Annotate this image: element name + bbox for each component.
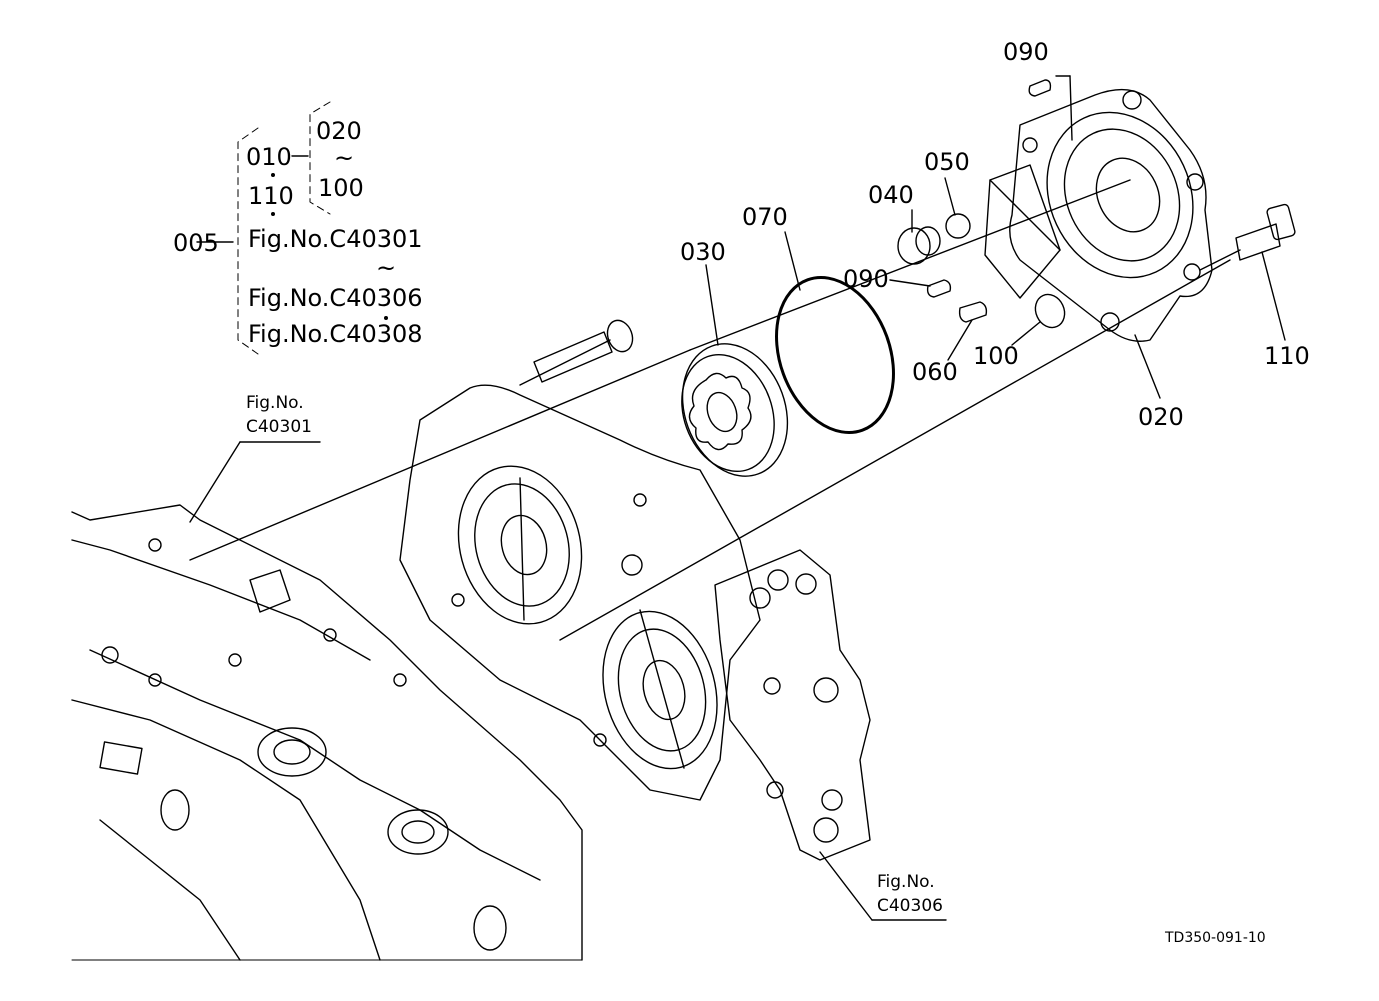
part-label-050: 050 xyxy=(924,148,970,176)
part-label-090-mid: 090 xyxy=(843,265,889,293)
valve-block-drawing xyxy=(714,549,871,861)
tree-fig-c40308: Fig.No.C40308 xyxy=(248,320,423,348)
o-ring-070-drawing xyxy=(775,276,895,434)
part-label-020: 020 xyxy=(1138,403,1184,431)
part-label-110: 110 xyxy=(1264,342,1310,370)
gear-rotor-030-drawing xyxy=(681,343,789,477)
center-plate-drawing xyxy=(399,384,761,801)
figure-ref-left-line1: Fig.No. xyxy=(246,393,304,413)
part-label-100: 100 xyxy=(973,342,1019,370)
tree-root-005: 005 xyxy=(173,229,219,257)
figure-ref-right-line1: Fig.No. xyxy=(877,872,935,892)
tree-node-020: 020 xyxy=(316,117,362,145)
small-parts-drawing xyxy=(897,79,1296,329)
transmission-case-drawing xyxy=(71,504,583,961)
tree-node-100: 100 xyxy=(318,174,364,202)
tree-node-010: 010 xyxy=(246,143,292,171)
part-label-040: 040 xyxy=(868,181,914,209)
cover-020-drawing xyxy=(984,88,1213,342)
part-leaders xyxy=(705,75,1286,399)
part-label-090-top: 090 xyxy=(1003,38,1049,66)
figure-ref-right-line2: C40306 xyxy=(877,896,943,916)
part-label-060: 060 xyxy=(912,358,958,386)
part-label-070: 070 xyxy=(742,203,788,231)
tree-fig-c40301: Fig.No.C40301 xyxy=(248,225,423,253)
drawing-code: TD350-091-10 xyxy=(1165,930,1266,946)
figure-ref-left-line2: C40301 xyxy=(246,417,312,437)
tree-brackets xyxy=(196,101,388,355)
tree-range-tilde-1: ~ xyxy=(334,144,355,172)
tree-node-110: 110 xyxy=(248,182,294,210)
tree-range-tilde-2: ~ xyxy=(376,254,397,282)
part-label-030: 030 xyxy=(680,238,726,266)
bolt-drawing xyxy=(533,319,634,383)
reference-leaders xyxy=(189,441,947,921)
tree-fig-c40306: Fig.No.C40306 xyxy=(248,284,423,312)
